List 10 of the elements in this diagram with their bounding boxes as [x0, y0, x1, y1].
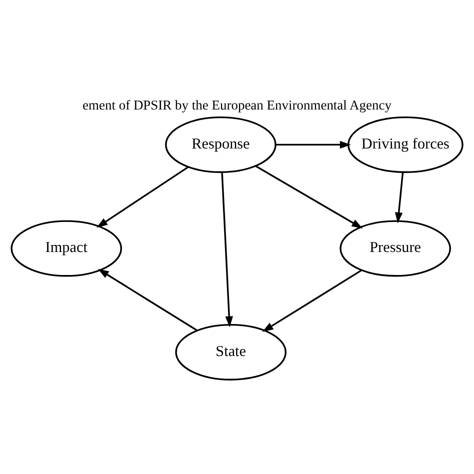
arrow [221, 172, 233, 327]
arrow [276, 140, 351, 148]
arrow [96, 166, 189, 228]
arrow [255, 164, 363, 228]
diagram-title: ement of DPSIR by the European Environmental Agency [82, 97, 392, 112]
arrow [262, 269, 362, 332]
arrow [98, 268, 198, 331]
node-ellipse: Driving forces [348, 116, 464, 172]
arrow [394, 172, 404, 223]
node-ellipse: Response [165, 116, 276, 172]
